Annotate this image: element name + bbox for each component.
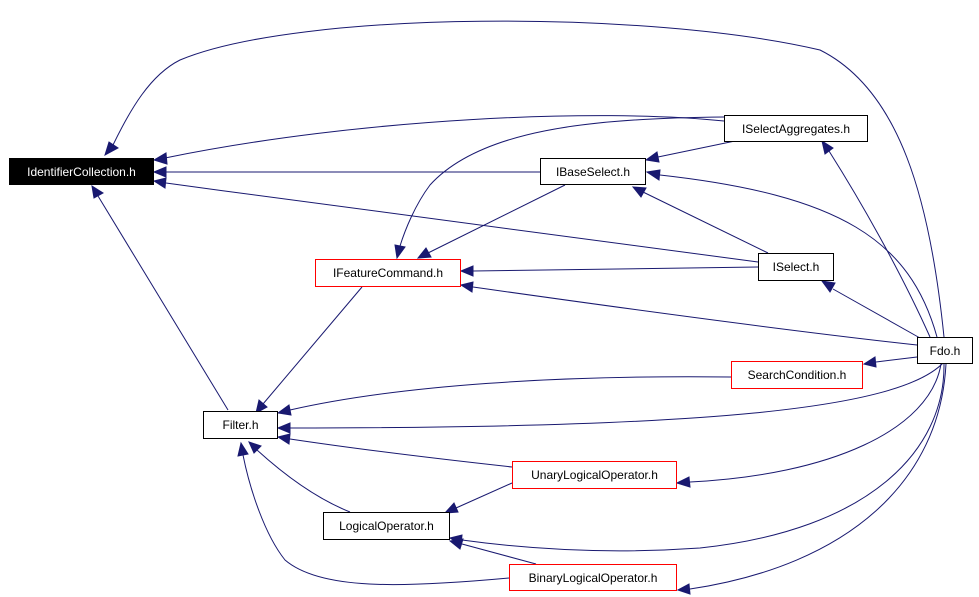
- node-ibaseselect[interactable]: IBaseSelect.h: [540, 158, 646, 185]
- edge-fdo-to-unarylogicaloperator: [675, 363, 942, 488]
- node-iselect[interactable]: ISelect.h: [758, 253, 834, 281]
- node-label: IdentifierCollection.h: [27, 164, 136, 179]
- edge-iselectaggregates-to-ifeaturecommand: [394, 116, 725, 260]
- edge-fdo-to-iselectaggregates: [821, 139, 931, 338]
- edge-searchcondition-to-filter: [276, 376, 732, 416]
- node-label: Filter.h: [222, 418, 259, 432]
- node-label: Fdo.h: [929, 343, 961, 358]
- edge-fdo-to-identifiercollection: [104, 20, 945, 338]
- edge-iselectaggregates-to-identifiercollection: [152, 115, 725, 165]
- node-unarylogicaloperator[interactable]: UnaryLogicalOperator.h: [512, 461, 677, 489]
- node-label: IBaseSelect.h: [555, 164, 631, 179]
- edge-ifeaturecommand-to-filter: [255, 286, 363, 414]
- edge-filter-to-identifiercollection: [91, 184, 229, 411]
- node-iselectaggregates[interactable]: ISelectAggregates.h: [724, 115, 868, 142]
- edge-unarylogicaloperator-to-logicaloperator: [443, 482, 513, 514]
- edge-iselect-to-identifiercollection: [152, 177, 759, 263]
- node-label: ISelect.h: [772, 260, 820, 274]
- node-identifiercollection[interactable]: IdentifierCollection.h: [9, 158, 154, 185]
- node-label: LogicalOperator.h: [339, 519, 434, 533]
- edge-iselect-to-ibaseselect: [631, 186, 769, 254]
- node-logicaloperator[interactable]: LogicalOperator.h: [323, 512, 450, 540]
- node-ifeaturecommand[interactable]: IFeatureCommand.h: [315, 259, 461, 287]
- edge-logicaloperator-to-filter: [248, 441, 351, 513]
- node-binarylogicaloperator[interactable]: BinaryLogicalOperator.h: [509, 564, 677, 591]
- edge-unarylogicaloperator-to-filter: [276, 433, 513, 468]
- node-label: IFeatureCommand.h: [332, 266, 444, 280]
- edge-ibaseselect-to-ifeaturecommand: [416, 184, 566, 259]
- node-fdo[interactable]: Fdo.h: [917, 337, 973, 364]
- edge-fdo-to-logicaloperator: [448, 363, 945, 552]
- edge-fdo-to-iselect: [820, 280, 921, 339]
- node-label: SearchCondition.h: [747, 368, 847, 382]
- edge-binarylogicaloperator-to-logicaloperator: [448, 538, 537, 565]
- edge-binarylogicaloperator-to-filter: [237, 441, 510, 586]
- edge-fdo-to-ibaseselect: [645, 169, 938, 338]
- edge-fdo-to-filter: [276, 361, 945, 434]
- node-label: BinaryLogicalOperator.h: [528, 570, 658, 585]
- edge-fdo-to-ifeaturecommand: [459, 281, 918, 346]
- node-searchcondition[interactable]: SearchCondition.h: [731, 361, 863, 389]
- edge-iselectaggregates-to-ibaseselect: [644, 140, 736, 163]
- edge-fdo-to-searchcondition: [862, 356, 918, 368]
- edge-iselect-to-ifeaturecommand: [459, 265, 759, 277]
- node-label: ISelectAggregates.h: [741, 121, 851, 136]
- node-label: UnaryLogicalOperator.h: [531, 468, 658, 482]
- edge-ibaseselect-to-identifiercollection: [152, 166, 540, 178]
- node-filter[interactable]: Filter.h: [203, 411, 278, 439]
- edge-fdo-to-binarylogicaloperator: [676, 363, 947, 595]
